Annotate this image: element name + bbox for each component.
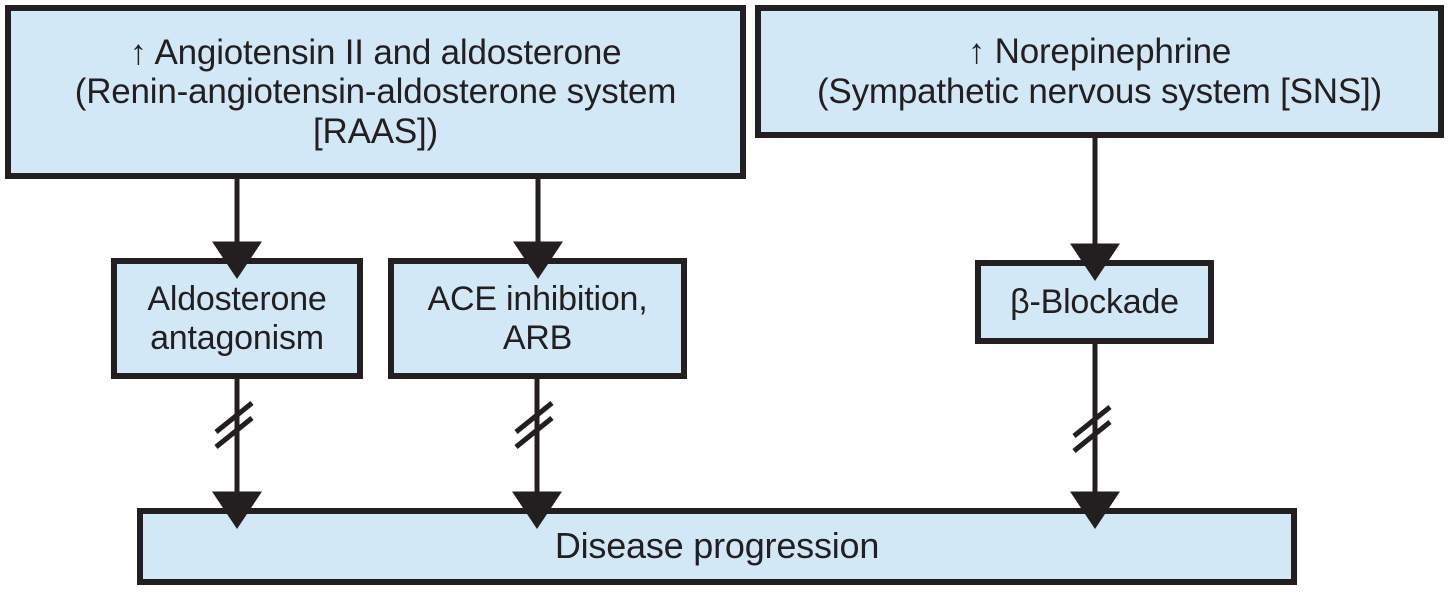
edge-aldosterone-antagonism-to-disease-progression <box>212 379 262 529</box>
inhibition-slash-icon <box>214 416 254 449</box>
edge-ace-arb-to-disease-progression <box>512 379 562 529</box>
inhibition-slash-icon <box>514 401 554 434</box>
inhibition-slash-icon <box>214 401 254 434</box>
edge-beta-blockade-to-disease-progression <box>1070 344 1120 529</box>
inhibition-slash-icon <box>514 416 554 449</box>
inhibition-slash-icon <box>1072 405 1112 438</box>
node-sns: ↑ Norepinephrine (Sympathetic nervous sy… <box>755 5 1444 138</box>
inhibition-slash-icon <box>1072 420 1112 453</box>
node-raas: ↑ Angiotensin II and aldosterone (Renin-… <box>5 5 746 179</box>
